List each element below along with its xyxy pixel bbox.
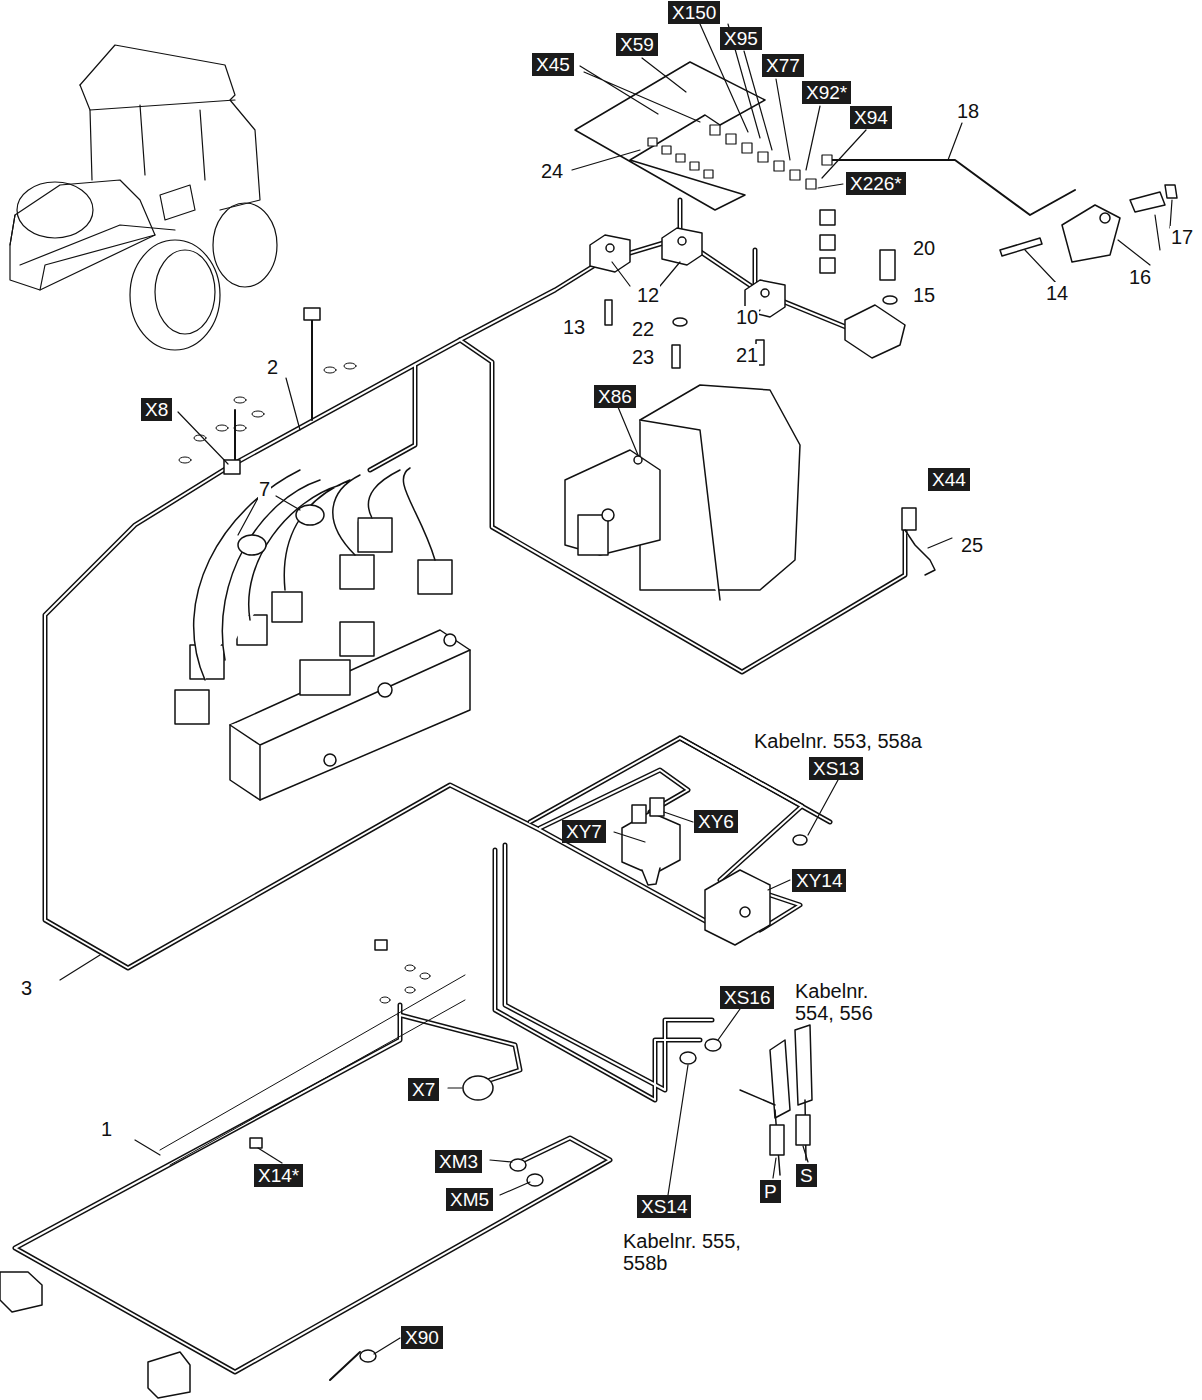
- tag-text: S: [800, 1165, 813, 1186]
- connector-tag: X77: [762, 54, 804, 77]
- connector-tag: XS16: [720, 986, 774, 1009]
- tag-text: XY14: [796, 870, 842, 891]
- tag-text: X92*: [806, 82, 847, 103]
- connector-tag: X8: [141, 398, 172, 421]
- work-lamps: [0, 1272, 190, 1398]
- connector-tag: XM5: [446, 1188, 493, 1211]
- callout-number: 18: [956, 100, 980, 122]
- tag-text: XM5: [450, 1189, 489, 1210]
- tag-text: XY6: [698, 811, 734, 832]
- tag-text: X90: [405, 1327, 439, 1348]
- connector-tag: X59: [616, 33, 658, 56]
- callout-number: 23: [631, 346, 655, 368]
- tractor-sketch: [10, 45, 277, 350]
- connector-tag: X92*: [802, 81, 851, 104]
- connector-tag: XY6: [694, 810, 738, 833]
- tag-text: X150: [672, 2, 716, 23]
- tag-text: XY7: [566, 821, 602, 842]
- callout-number: 2: [266, 356, 279, 378]
- tag-text: X95: [724, 28, 758, 49]
- connector-tag: XM3: [435, 1150, 482, 1173]
- tag-text: X8: [145, 399, 168, 420]
- connector-tag: XS13: [809, 757, 863, 780]
- connector-tag: X226*: [846, 172, 906, 195]
- connector-tag: X95: [720, 27, 762, 50]
- connector-tag: X150: [668, 1, 720, 24]
- callout-number: 1: [100, 1118, 113, 1140]
- connector-tag: XS14: [637, 1195, 691, 1218]
- connector-tag: XY7: [562, 820, 606, 843]
- tag-text: XS13: [813, 758, 859, 779]
- tag-text: XM3: [439, 1151, 478, 1172]
- callout-number: 10: [735, 306, 759, 328]
- tag-text: X226*: [850, 173, 902, 194]
- callout-number: 17: [1170, 226, 1194, 248]
- tag-text: X7: [412, 1079, 435, 1100]
- connector-tag: P: [760, 1180, 781, 1203]
- pressure-sensors: [680, 1025, 812, 1175]
- connector-tag: X44: [928, 468, 970, 491]
- tag-text: X77: [766, 55, 800, 76]
- hydraulic-pump: [565, 385, 800, 600]
- connector-tag: X45: [532, 53, 574, 76]
- cable-note: Kabelnr. 553, 558a: [753, 730, 995, 752]
- panel-holes: [160, 363, 465, 1165]
- leader-lines: [60, 24, 1172, 1354]
- connector-tag: X14*: [254, 1164, 303, 1187]
- tag-text: X94: [854, 107, 888, 128]
- callout-number: 13: [562, 316, 586, 338]
- connector-tag: S: [796, 1164, 817, 1187]
- callout-number: 14: [1045, 282, 1069, 304]
- cable-note: Kabelnr. 554, 556: [794, 980, 906, 1024]
- valve-block: [175, 468, 470, 800]
- connector-tag: XY14: [792, 869, 846, 892]
- callout-number: 25: [960, 534, 984, 556]
- tag-text: XS14: [641, 1196, 687, 1217]
- callout-number: 20: [912, 237, 936, 259]
- solenoid-valves: [622, 798, 807, 945]
- connector-tag: X94: [850, 106, 892, 129]
- tag-text: X45: [536, 54, 570, 75]
- callout-number: 12: [636, 284, 660, 306]
- callout-number: 21: [735, 344, 759, 366]
- tag-text: X59: [620, 34, 654, 55]
- connector-tag: X90: [401, 1326, 443, 1349]
- tag-text: X14*: [258, 1165, 299, 1186]
- wire-harness: [15, 160, 1075, 1380]
- connector-tag: X7: [408, 1078, 439, 1101]
- tag-text: XS16: [724, 987, 770, 1008]
- relay-blocks: [590, 185, 1177, 368]
- callout-number: 15: [912, 284, 936, 306]
- cable-note: Kabelnr. 555, 558b: [622, 1230, 754, 1274]
- callout-number: 16: [1128, 266, 1152, 288]
- callout-number: 24: [540, 160, 564, 182]
- tag-text: P: [764, 1181, 777, 1202]
- plug-connectors: [224, 308, 935, 1362]
- callout-number: 7: [258, 478, 271, 500]
- callout-number: 3: [20, 977, 33, 999]
- callout-number: 22: [631, 318, 655, 340]
- tag-text: X44: [932, 469, 966, 490]
- tag-text: X86: [598, 386, 632, 407]
- connector-tag: X86: [594, 385, 636, 408]
